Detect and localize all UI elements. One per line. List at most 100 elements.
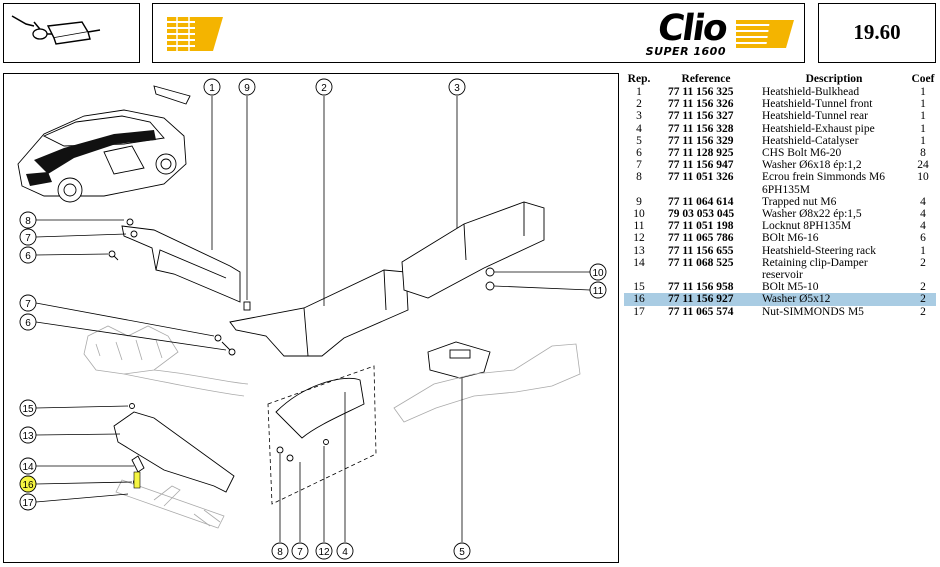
- cell-reference: 77 11 156 326: [668, 98, 734, 111]
- callout-11[interactable]: 11: [589, 281, 607, 299]
- cell-description: Heatshield-Tunnel front: [762, 98, 873, 111]
- yellow-stripes-icon: [167, 14, 223, 54]
- svg-text:9: 9: [244, 83, 250, 94]
- cell-description: Washer Ø5x12: [758, 293, 910, 306]
- clio-logo-subtitle: SUPER 1600: [645, 45, 726, 58]
- callout-13[interactable]: 13: [19, 426, 37, 444]
- callout-4[interactable]: 4: [336, 542, 354, 560]
- cell-description: Locknut 8PH135M: [762, 220, 852, 233]
- callout-8b[interactable]: 8: [271, 542, 289, 560]
- svg-text:8: 8: [25, 216, 31, 227]
- cell-description: Heatshield-Bulkhead: [762, 86, 860, 98]
- callout-9[interactable]: 9: [238, 78, 256, 96]
- cell-rep: 15: [633, 281, 645, 294]
- yellow-stripes-right-icon: [736, 20, 794, 48]
- svg-text:6: 6: [25, 251, 31, 262]
- diagram-drawing: .ln { fill:none; stroke:#000; stroke-wid…: [17, 78, 607, 560]
- part-1-heatshield-bulkhead: [121, 225, 241, 303]
- cell-rep: 11: [633, 220, 645, 233]
- cell-rep: 3: [636, 110, 642, 123]
- cell-description: Trapped nut M6: [762, 195, 837, 208]
- cell-reference: 77 11 068 525: [668, 256, 734, 269]
- callout-7c[interactable]: 7: [291, 542, 309, 560]
- cell-rep: 10: [633, 208, 645, 221]
- cell-reference: 77 11 156 655: [668, 244, 734, 257]
- cell-rep: 2: [636, 98, 642, 111]
- callout-14[interactable]: 14: [19, 457, 37, 475]
- exploded-parts-diagram: .ln { fill:none; stroke:#000; stroke-wid…: [3, 73, 619, 563]
- steering-rack-ghost: [115, 479, 225, 529]
- cell-coef: 1: [920, 244, 926, 257]
- parts-table-header: Rep. Reference Description Coef: [624, 72, 936, 86]
- svg-text:17: 17: [22, 498, 34, 509]
- callout-15[interactable]: 15: [19, 399, 37, 417]
- svg-text:10: 10: [592, 268, 604, 279]
- col-coef: Coef: [911, 72, 935, 85]
- callout-8[interactable]: 8: [19, 211, 37, 229]
- callouts: 1 9 2 3 8 7 6 10 11 7 6 15 13 14 16 17 8…: [19, 78, 607, 560]
- cell-coef: 2: [920, 281, 926, 294]
- callout-10[interactable]: 10: [589, 263, 607, 281]
- callout-1[interactable]: 1: [203, 78, 221, 96]
- callout-7[interactable]: 7: [19, 228, 37, 246]
- cell-description: CHS Bolt M6-20: [762, 147, 842, 160]
- cell-description: BOlt M5-10: [762, 281, 819, 294]
- cell-rep: 9: [636, 195, 642, 208]
- cell-description: Retaining clip-Damper reservoir: [762, 256, 868, 282]
- cell-reference: 77 11 156 958: [668, 281, 734, 294]
- cell-rep: 5: [636, 134, 642, 147]
- cell-description: Heatshield-Catalyser: [762, 134, 859, 147]
- part-4-heatshield-exhaust-pipe: [275, 377, 365, 439]
- svg-text:4: 4: [342, 547, 348, 558]
- table-row[interactable]: 15 77 11 156 958 BOlt M5-10 2: [624, 281, 936, 293]
- callout-5[interactable]: 5: [453, 542, 471, 560]
- cell-coef: 2: [920, 305, 926, 318]
- cell-rep: 7: [636, 159, 642, 172]
- cell-rep: 4: [636, 122, 642, 135]
- car-drawing: [17, 85, 191, 203]
- callout-7b[interactable]: 7: [19, 294, 37, 312]
- cell-coef: 1: [920, 86, 926, 98]
- callout-12[interactable]: 12: [315, 542, 333, 560]
- cell-reference: 77 11 156 927: [654, 293, 758, 306]
- callout-6[interactable]: 6: [19, 246, 37, 264]
- page-number-box: 19.60: [818, 3, 936, 63]
- cell-rep: 17: [633, 305, 645, 318]
- col-reference: Reference: [681, 72, 731, 85]
- cell-rep: 8: [636, 171, 642, 184]
- callout-3[interactable]: 3: [448, 78, 466, 96]
- svg-text:5: 5: [459, 547, 465, 558]
- callout-16[interactable]: 16: [19, 475, 37, 493]
- svg-text:7: 7: [25, 233, 31, 244]
- exhaust-thumbnail[interactable]: [3, 3, 140, 63]
- cell-rep: 12: [633, 232, 645, 245]
- callout-2[interactable]: 2: [315, 78, 333, 96]
- cell-reference: 77 11 156 325: [668, 86, 734, 98]
- cell-reference: 77 11 156 947: [668, 159, 734, 172]
- svg-text:16: 16: [22, 480, 34, 491]
- cell-reference: 77 11 156 329: [668, 134, 734, 147]
- callout-17[interactable]: 17: [19, 493, 37, 511]
- part-2-heatshield-tunnel-front: [229, 269, 409, 357]
- manifold-ghost: [83, 325, 249, 397]
- cell-coef: 2: [910, 293, 936, 306]
- callout-6b[interactable]: 6: [19, 313, 37, 331]
- cell-description: Nut-SIMMONDS M5: [762, 305, 864, 318]
- page-number: 19.60: [853, 20, 901, 44]
